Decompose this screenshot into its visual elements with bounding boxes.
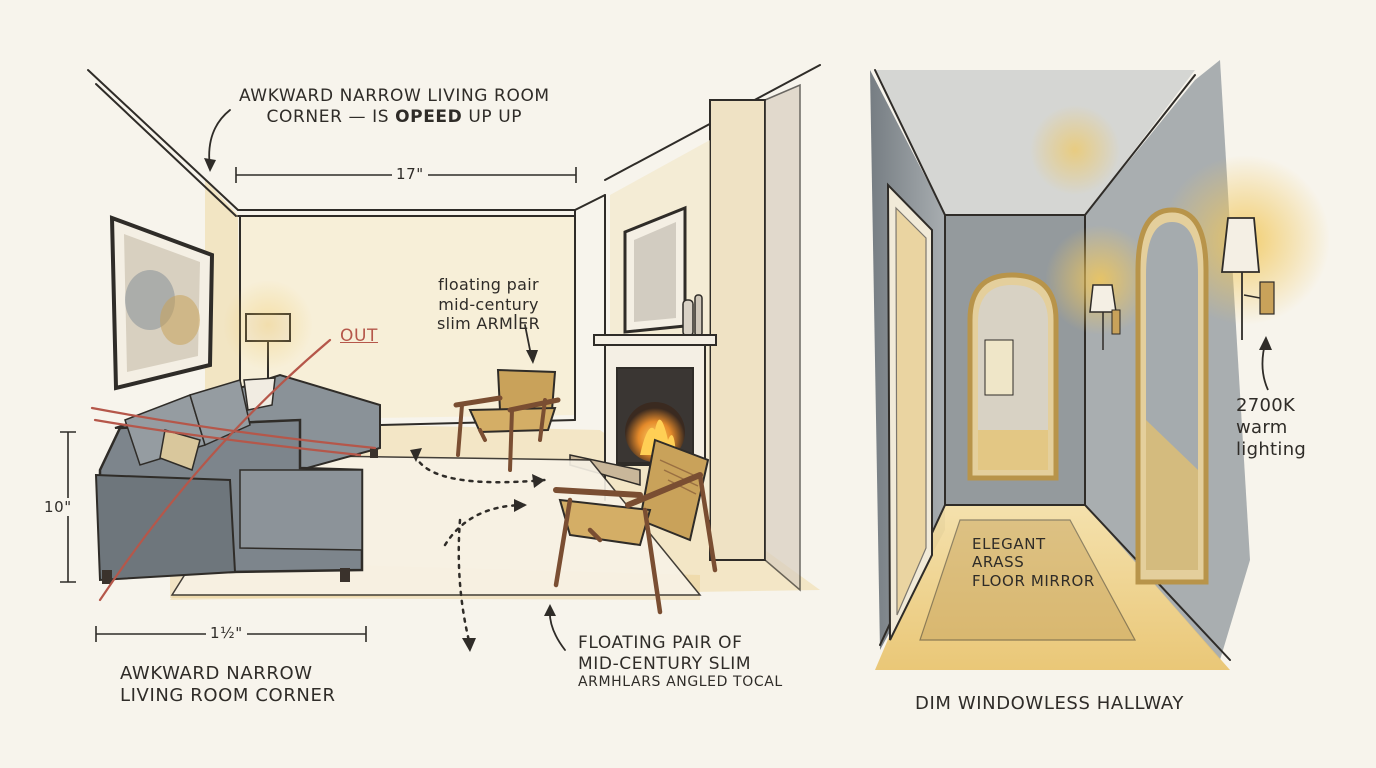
- dimension-lines: [60, 167, 577, 642]
- mirror-note-line3: FLOOR MIRROR: [972, 571, 1095, 590]
- bottom-mid-caption: FLOATING PAIR OF MID-CENTURY SLIM ARMHLA…: [578, 633, 783, 692]
- chair-note-line1: floating pair: [438, 275, 539, 294]
- top-note-line2: CORNER — IS OPEED UP UP: [239, 107, 550, 128]
- bottom-mid-line2: MID-CENTURY SLIM: [578, 653, 752, 674]
- armchair-front: [553, 438, 718, 615]
- hallway-title: DIM WINDOWLESS HALLWAY: [915, 693, 1184, 714]
- light-note-line2: warm: [1236, 416, 1288, 438]
- top-note-line2-pre: CORNER — IS: [266, 106, 396, 127]
- bottom-mid-line3: ARMHLARS ANGLED TOCAL: [578, 674, 783, 691]
- hallway-sketch: [870, 60, 1330, 670]
- chair-note-line3: slim ARMꟾER: [437, 314, 541, 334]
- living-room-sketch: [60, 64, 821, 652]
- floor-mirror: [1135, 207, 1209, 585]
- arched-mirror-icon: [967, 272, 1059, 481]
- top-note-line2-post: UP UP: [462, 106, 523, 127]
- bottom-left-line2: LIVING ROOM CORNER: [120, 684, 336, 706]
- bottom-left-caption: AWKWARD NARROW LIVING ROOM CORNER: [120, 663, 336, 707]
- light-note: 2700K warm lighting: [1236, 395, 1306, 461]
- hallway-door: [886, 182, 933, 641]
- wall-sconce-icon: [1089, 284, 1121, 350]
- sectional-sofa: [94, 373, 381, 584]
- light-note-line1: 2700K: [1236, 395, 1296, 416]
- depth-dimension-label: 1½": [206, 624, 247, 643]
- width-dimension-label: 17": [392, 165, 428, 184]
- height-dimension-label: 10": [40, 498, 76, 517]
- mantel-artwork: [623, 205, 703, 337]
- chair-note-line2: mid-century: [438, 294, 539, 314]
- top-note-line1: AWKWARD NARROW LIVING ROOM: [239, 86, 550, 106]
- chair-note: floating pair mid-century slim ARMꟾER: [437, 275, 540, 334]
- wall-sconce-large: [1220, 217, 1275, 340]
- mirror-note-line2: ARASS: [972, 553, 1025, 572]
- armchair-back: [453, 368, 561, 472]
- light-note-line3: lighting: [1236, 438, 1307, 460]
- bottom-mid-line1: FLOATING PAIR OF: [578, 633, 743, 653]
- bottom-left-line1: AWKWARD NARROW: [120, 663, 313, 684]
- out-mark: OUT: [340, 326, 379, 346]
- floor-lamp: [223, 280, 313, 412]
- mirror-note: ELEGANT ARASS FLOOR MIRROR: [972, 535, 1095, 590]
- top-note: AWKWARD NARROW LIVING ROOM CORNER — IS O…: [239, 86, 550, 127]
- top-note-line2-bold: OPEED: [395, 106, 463, 127]
- mirror-note-line1: ELEGANT: [972, 535, 1046, 553]
- wall-artwork: [109, 215, 215, 391]
- out-strike-marks: [90, 338, 377, 602]
